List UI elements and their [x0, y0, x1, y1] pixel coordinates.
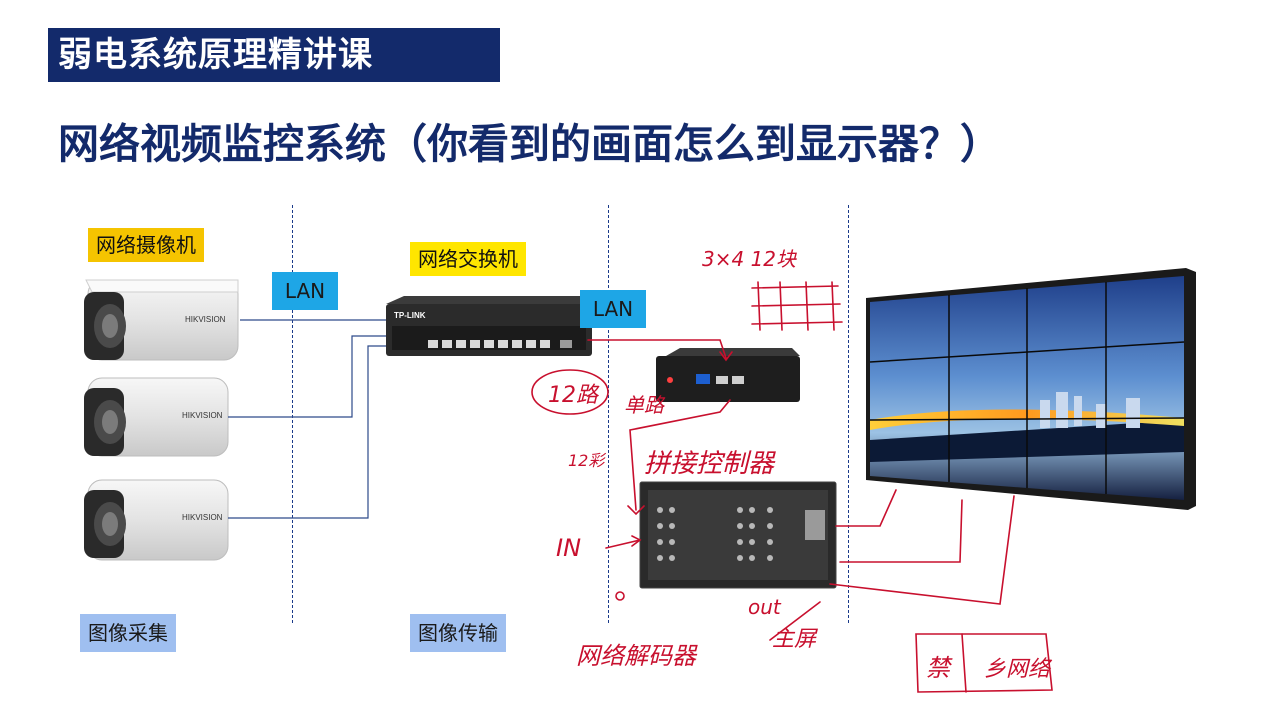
camera-3: HIKVISION [84, 479, 229, 561]
note-single-channel: 单路 [624, 393, 666, 417]
camera-brand: HIKVISION [182, 513, 223, 522]
splicing-controller-device [639, 481, 837, 589]
camera-1: HIKVISION [84, 279, 239, 361]
note-wall-spec: 3×4 12块 [702, 247, 797, 271]
note-12-channels: 12路 [548, 383, 600, 408]
divider-left [292, 205, 293, 623]
note-12-ch: 12彩 [568, 451, 606, 470]
divider-right [848, 205, 849, 623]
camera-2: HIKVISION [84, 377, 229, 457]
label-camera: 网络摄像机 [88, 228, 204, 262]
video-wall [866, 268, 1196, 510]
course-banner [48, 28, 500, 82]
course-title: 弱电系统原理精讲课 [58, 35, 373, 75]
network-cables [228, 319, 395, 519]
label-capture: 图像采集 [80, 614, 176, 652]
label-lan-left: LAN [272, 272, 338, 310]
note-box-right: 乡网络 [984, 657, 1053, 682]
note-out: out [748, 595, 782, 619]
label-switch: 网络交换机 [410, 242, 526, 276]
slide-title: 网络视频监控系统（你看到的画面怎么到显示器？） [58, 120, 1001, 168]
network-decoder-device [656, 348, 800, 402]
note-box-left: 禁 [926, 654, 953, 682]
note-main-screen: 主屏 [772, 627, 818, 652]
handwritten-annotations [531, 281, 1053, 693]
note-in: IN [556, 534, 581, 562]
camera-brand: HIKVISION [185, 315, 226, 324]
switch-brand: TP-LINK [394, 311, 426, 320]
network-switch: TP-LINK [386, 296, 592, 356]
camera-brand: HIKVISION [182, 411, 223, 420]
label-transmission: 图像传输 [410, 614, 506, 652]
note-splicer: 拼接控制器 [644, 449, 776, 479]
divider-middle [608, 205, 609, 623]
label-lan-right: LAN [580, 290, 646, 328]
note-decoder: 网络解码器 [576, 642, 698, 670]
